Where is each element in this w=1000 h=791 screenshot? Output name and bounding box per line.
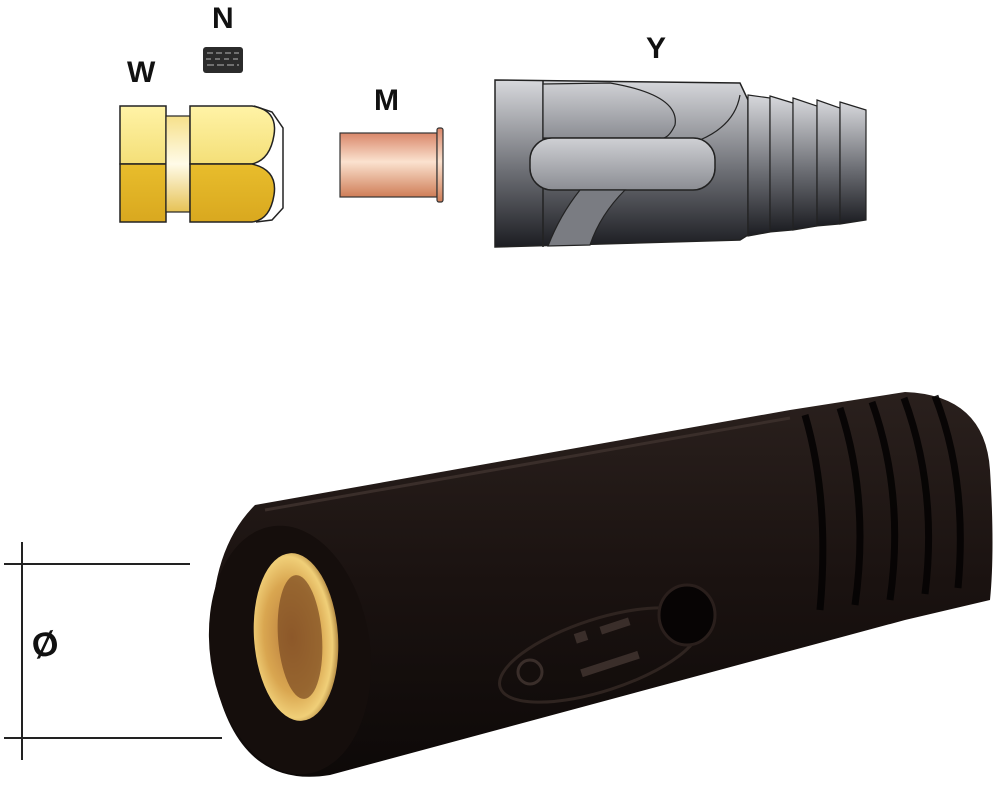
part-m-copper-sleeve [339,127,444,203]
part-n-set-screw [203,47,243,73]
part-label-w: W [127,56,156,89]
part-w-brass-nut [119,105,284,223]
locking-knob [657,583,717,647]
diameter-symbol: Ø [28,623,62,667]
part-label-m: M [374,84,399,117]
diameter-dimension-marker [4,542,222,760]
part-label-y: Y [646,32,667,65]
assembled-connector [208,392,993,777]
part-label-n: N [212,2,234,35]
part-y-rubber-cover [494,79,867,248]
